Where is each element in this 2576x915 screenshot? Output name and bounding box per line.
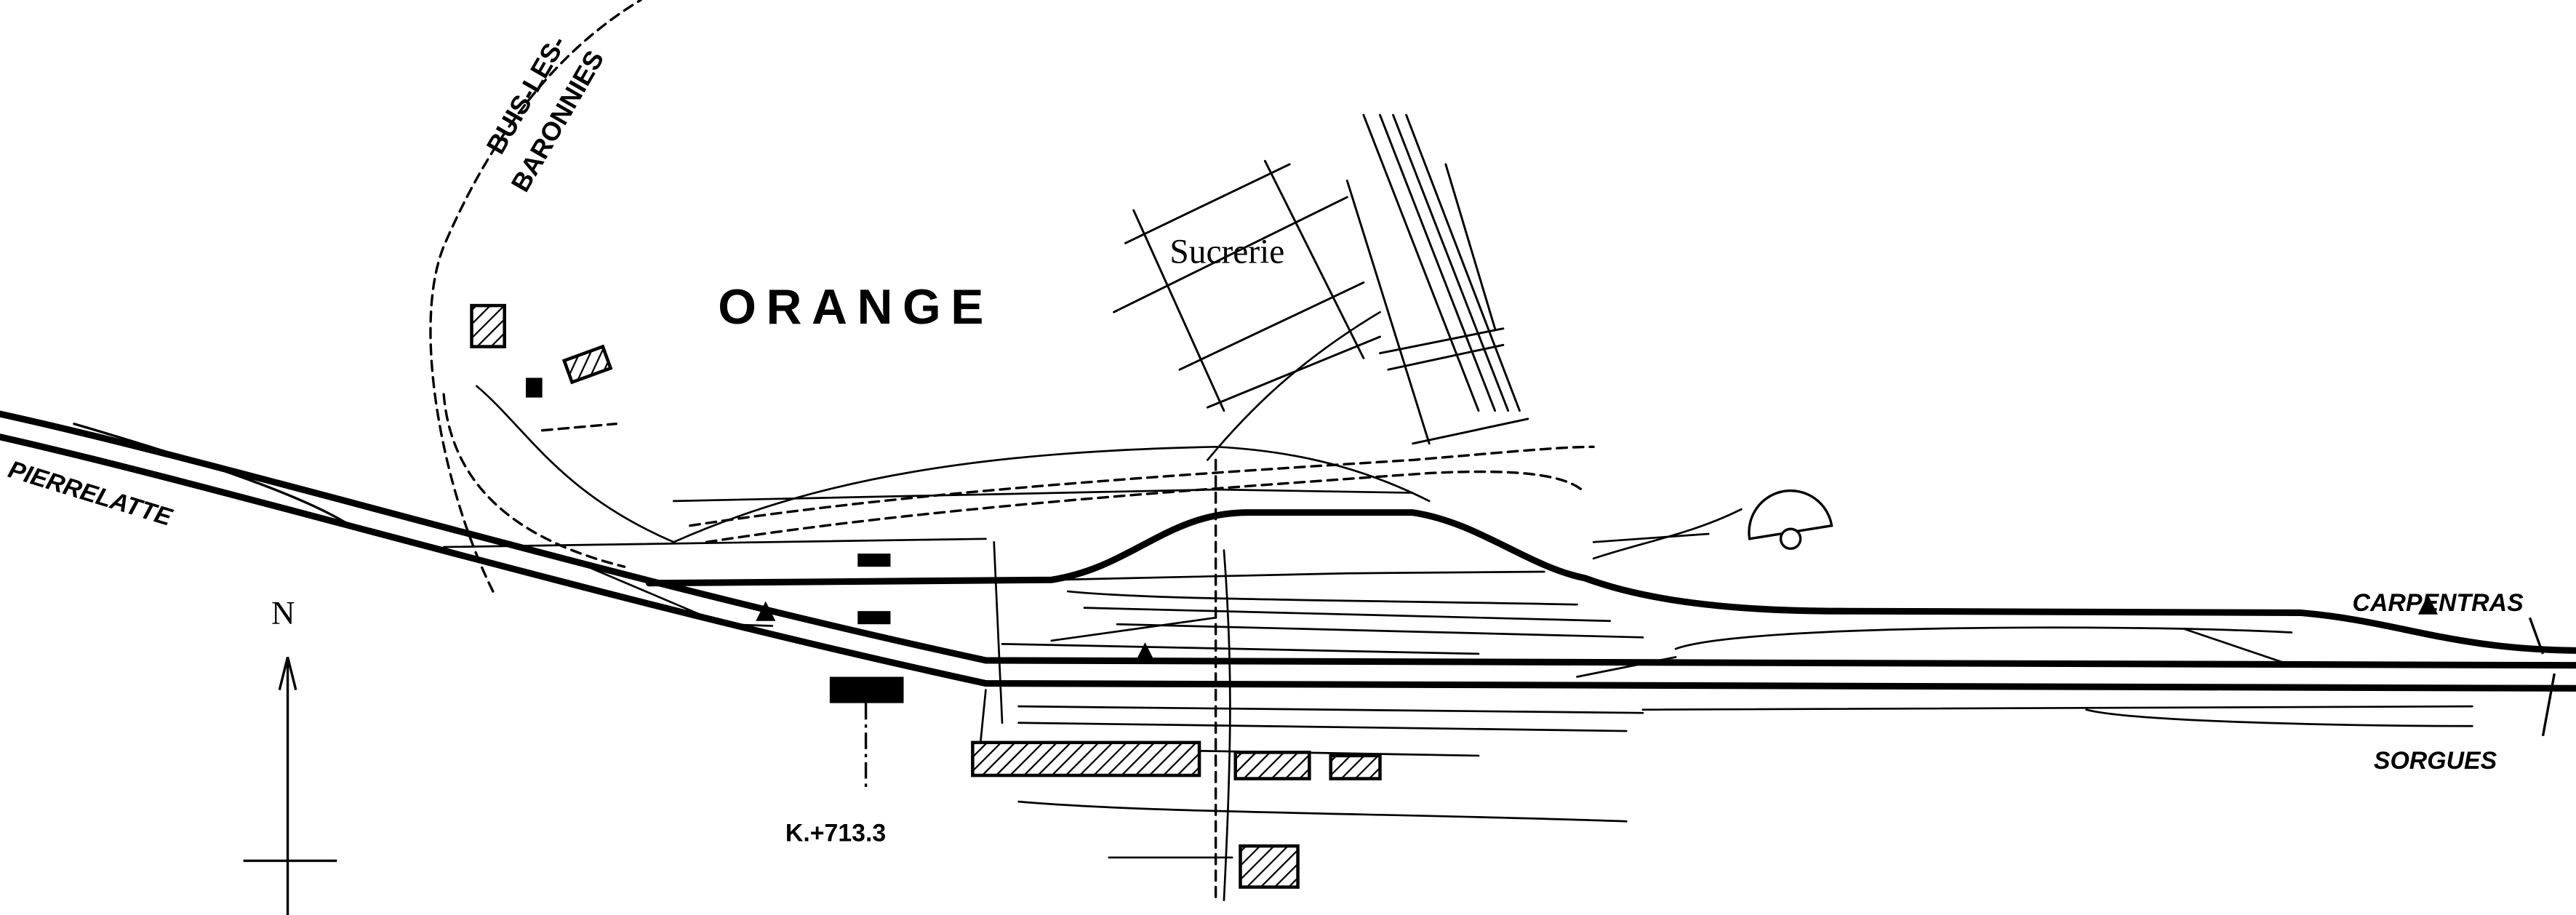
branch-building-2	[561, 344, 613, 385]
platform-shelter-1	[857, 554, 891, 567]
north-label: N	[271, 595, 295, 631]
sucrerie-label: Sucrerie	[1169, 233, 1284, 271]
signal-triangle-icon	[2417, 594, 2438, 615]
carpentras-pointer	[2528, 617, 2545, 655]
turntable	[1748, 489, 1833, 551]
warehouse-3	[1239, 844, 1300, 889]
signal-triangle-icon	[756, 601, 776, 621]
main-line-track-1	[0, 410, 2576, 669]
carpentras-line	[645, 509, 2576, 654]
branch-building-1	[470, 303, 506, 348]
passenger-building	[829, 676, 904, 703]
branch-building-3	[526, 377, 543, 398]
sucrerie-sidings	[1113, 113, 1529, 445]
sorgues-label: SORGUES	[2374, 747, 2497, 775]
station-name: ORANGE	[718, 280, 993, 335]
carpentras-label: CARPENTRAS	[2353, 589, 2524, 617]
sorgues-pointer	[2541, 673, 2556, 737]
goods-shed	[971, 740, 1201, 778]
warehouse-2	[1329, 754, 1382, 780]
north-arrow-icon	[243, 657, 337, 915]
planned-lines	[429, 0, 1595, 902]
km-post-label: K.+713.3	[785, 819, 886, 847]
signal-triangle-icon	[1135, 642, 1156, 663]
siding-west	[73, 423, 347, 524]
warehouse-1	[1233, 751, 1311, 780]
main-line-track-2	[0, 433, 2576, 692]
platform-shelter-2	[857, 611, 891, 625]
pierrelatte-label: PIERRELATTE	[5, 455, 176, 532]
